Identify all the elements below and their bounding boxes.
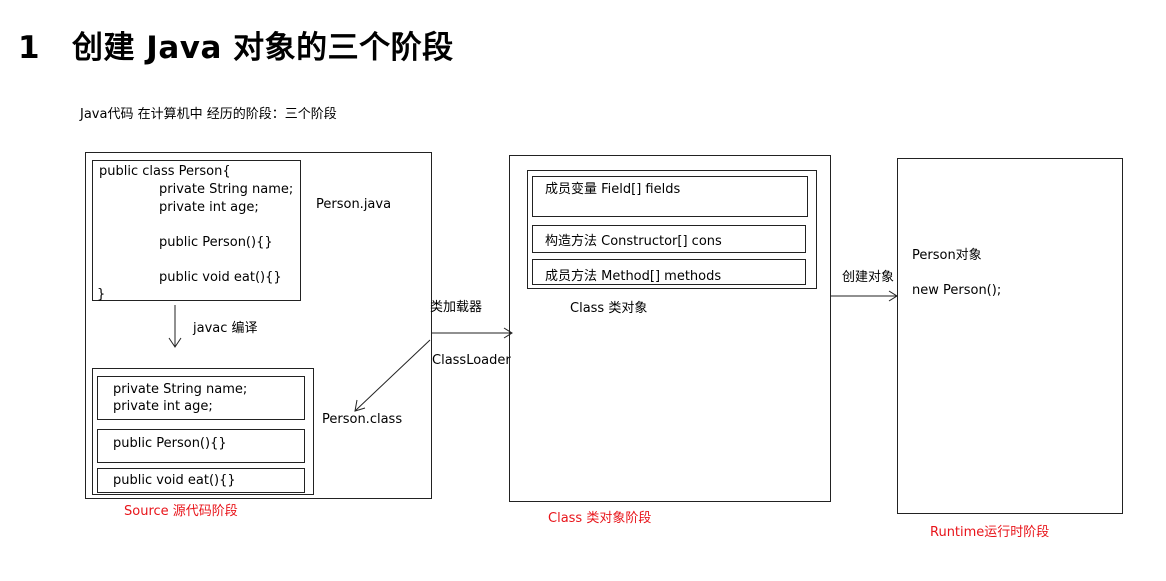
class-file-box xyxy=(92,368,314,495)
constructors-label: 构造方法 Constructor[] cons xyxy=(545,234,722,249)
class-file-name: Person.class xyxy=(322,412,403,427)
source-stage-box xyxy=(85,152,432,499)
class-file-fields-box xyxy=(97,376,305,420)
java-file-name: Person.java xyxy=(316,197,392,212)
section-number: 1 xyxy=(18,30,41,66)
class-loader-label-cn: 类加载器 xyxy=(430,300,483,315)
loader-arrow-head xyxy=(503,327,513,339)
fields-label: 成员变量 Field[] fields xyxy=(545,182,681,197)
class-stage-box xyxy=(509,155,831,502)
create-object-arrow-head xyxy=(888,290,898,302)
code-line-class: public class Person{ xyxy=(99,164,231,179)
class-method: public void eat(){} xyxy=(113,473,236,488)
class-file-method-box xyxy=(97,468,305,493)
runtime-stage-box xyxy=(897,158,1123,514)
class-loader-label-en: ClassLoader xyxy=(432,353,511,368)
class-stage-caption: Class 类对象阶段 xyxy=(548,511,652,526)
code-line-age: private int age; xyxy=(159,200,259,215)
fields-box xyxy=(532,176,808,217)
code-line-close: } xyxy=(97,287,106,302)
diagram-subtitle: Java代码 在计算机中 经历的阶段：三个阶段 xyxy=(80,107,337,122)
constructors-box xyxy=(532,225,806,253)
class-object-label: Class 类对象 xyxy=(570,301,648,316)
person-object-label: Person对象 xyxy=(912,248,982,263)
code-line-name: private String name; xyxy=(159,182,294,197)
methods-box xyxy=(532,259,806,285)
load-class-file-arrow-head xyxy=(354,399,366,412)
section-title: 创建 Java 对象的三个阶段 xyxy=(72,30,454,66)
class-constructor: public Person(){} xyxy=(113,436,227,451)
load-class-file-arrow xyxy=(354,339,431,412)
source-stage-caption: Source 源代码阶段 xyxy=(124,504,238,519)
new-person-expr: new Person(); xyxy=(912,283,1002,298)
source-code-box xyxy=(92,160,301,301)
compile-label: javac 编译 xyxy=(193,321,258,336)
runtime-stage-caption: Runtime运行时阶段 xyxy=(930,525,1050,540)
class-field-name: private String name; xyxy=(113,382,248,397)
code-line-constructor: public Person(){} xyxy=(159,235,273,250)
class-field-age: private int age; xyxy=(113,399,213,414)
class-object-container xyxy=(527,170,817,289)
code-line-method: public void eat(){} xyxy=(159,270,282,285)
compile-arrow-head xyxy=(168,337,182,348)
class-file-constructor-box xyxy=(97,429,305,463)
page-title: 1 创建 Java 对象的三个阶段 xyxy=(18,22,454,67)
create-object-label: 创建对象 xyxy=(842,270,895,285)
methods-label: 成员方法 Method[] methods xyxy=(545,269,722,284)
